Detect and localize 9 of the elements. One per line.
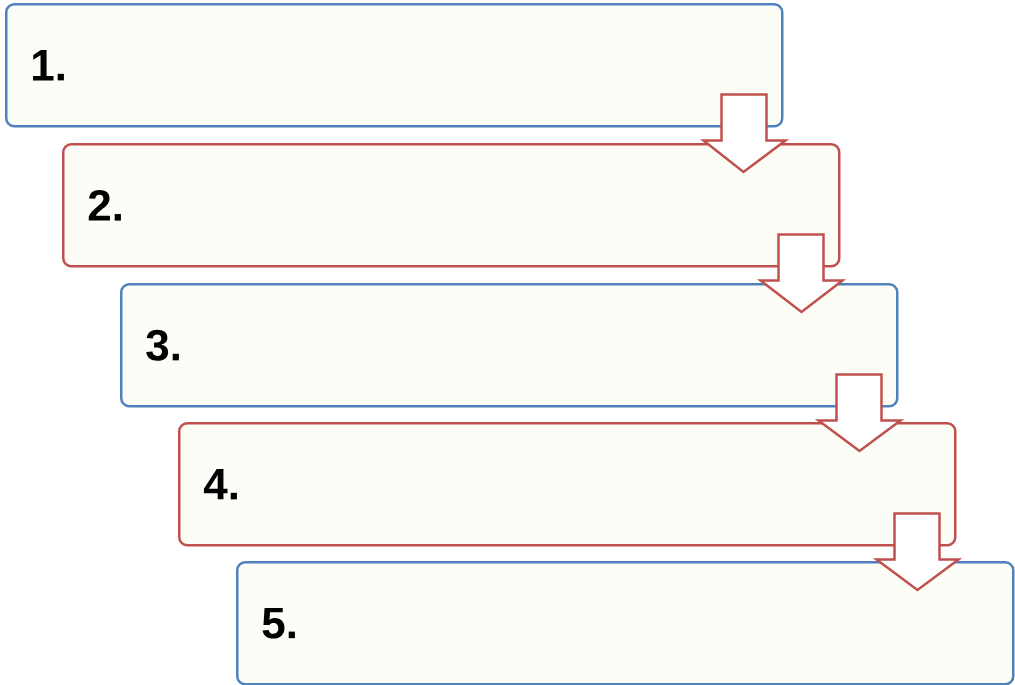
block-arrow [814, 373, 905, 453]
block-arrow [699, 93, 790, 174]
step-box: 4. [178, 422, 957, 547]
block-arrow [872, 512, 963, 592]
step-box: 5. [236, 561, 1015, 685]
step-box: 1. [5, 3, 784, 128]
step-box: 3. [120, 283, 899, 408]
block-arrow [756, 233, 847, 314]
step-box: 2. [62, 143, 841, 268]
